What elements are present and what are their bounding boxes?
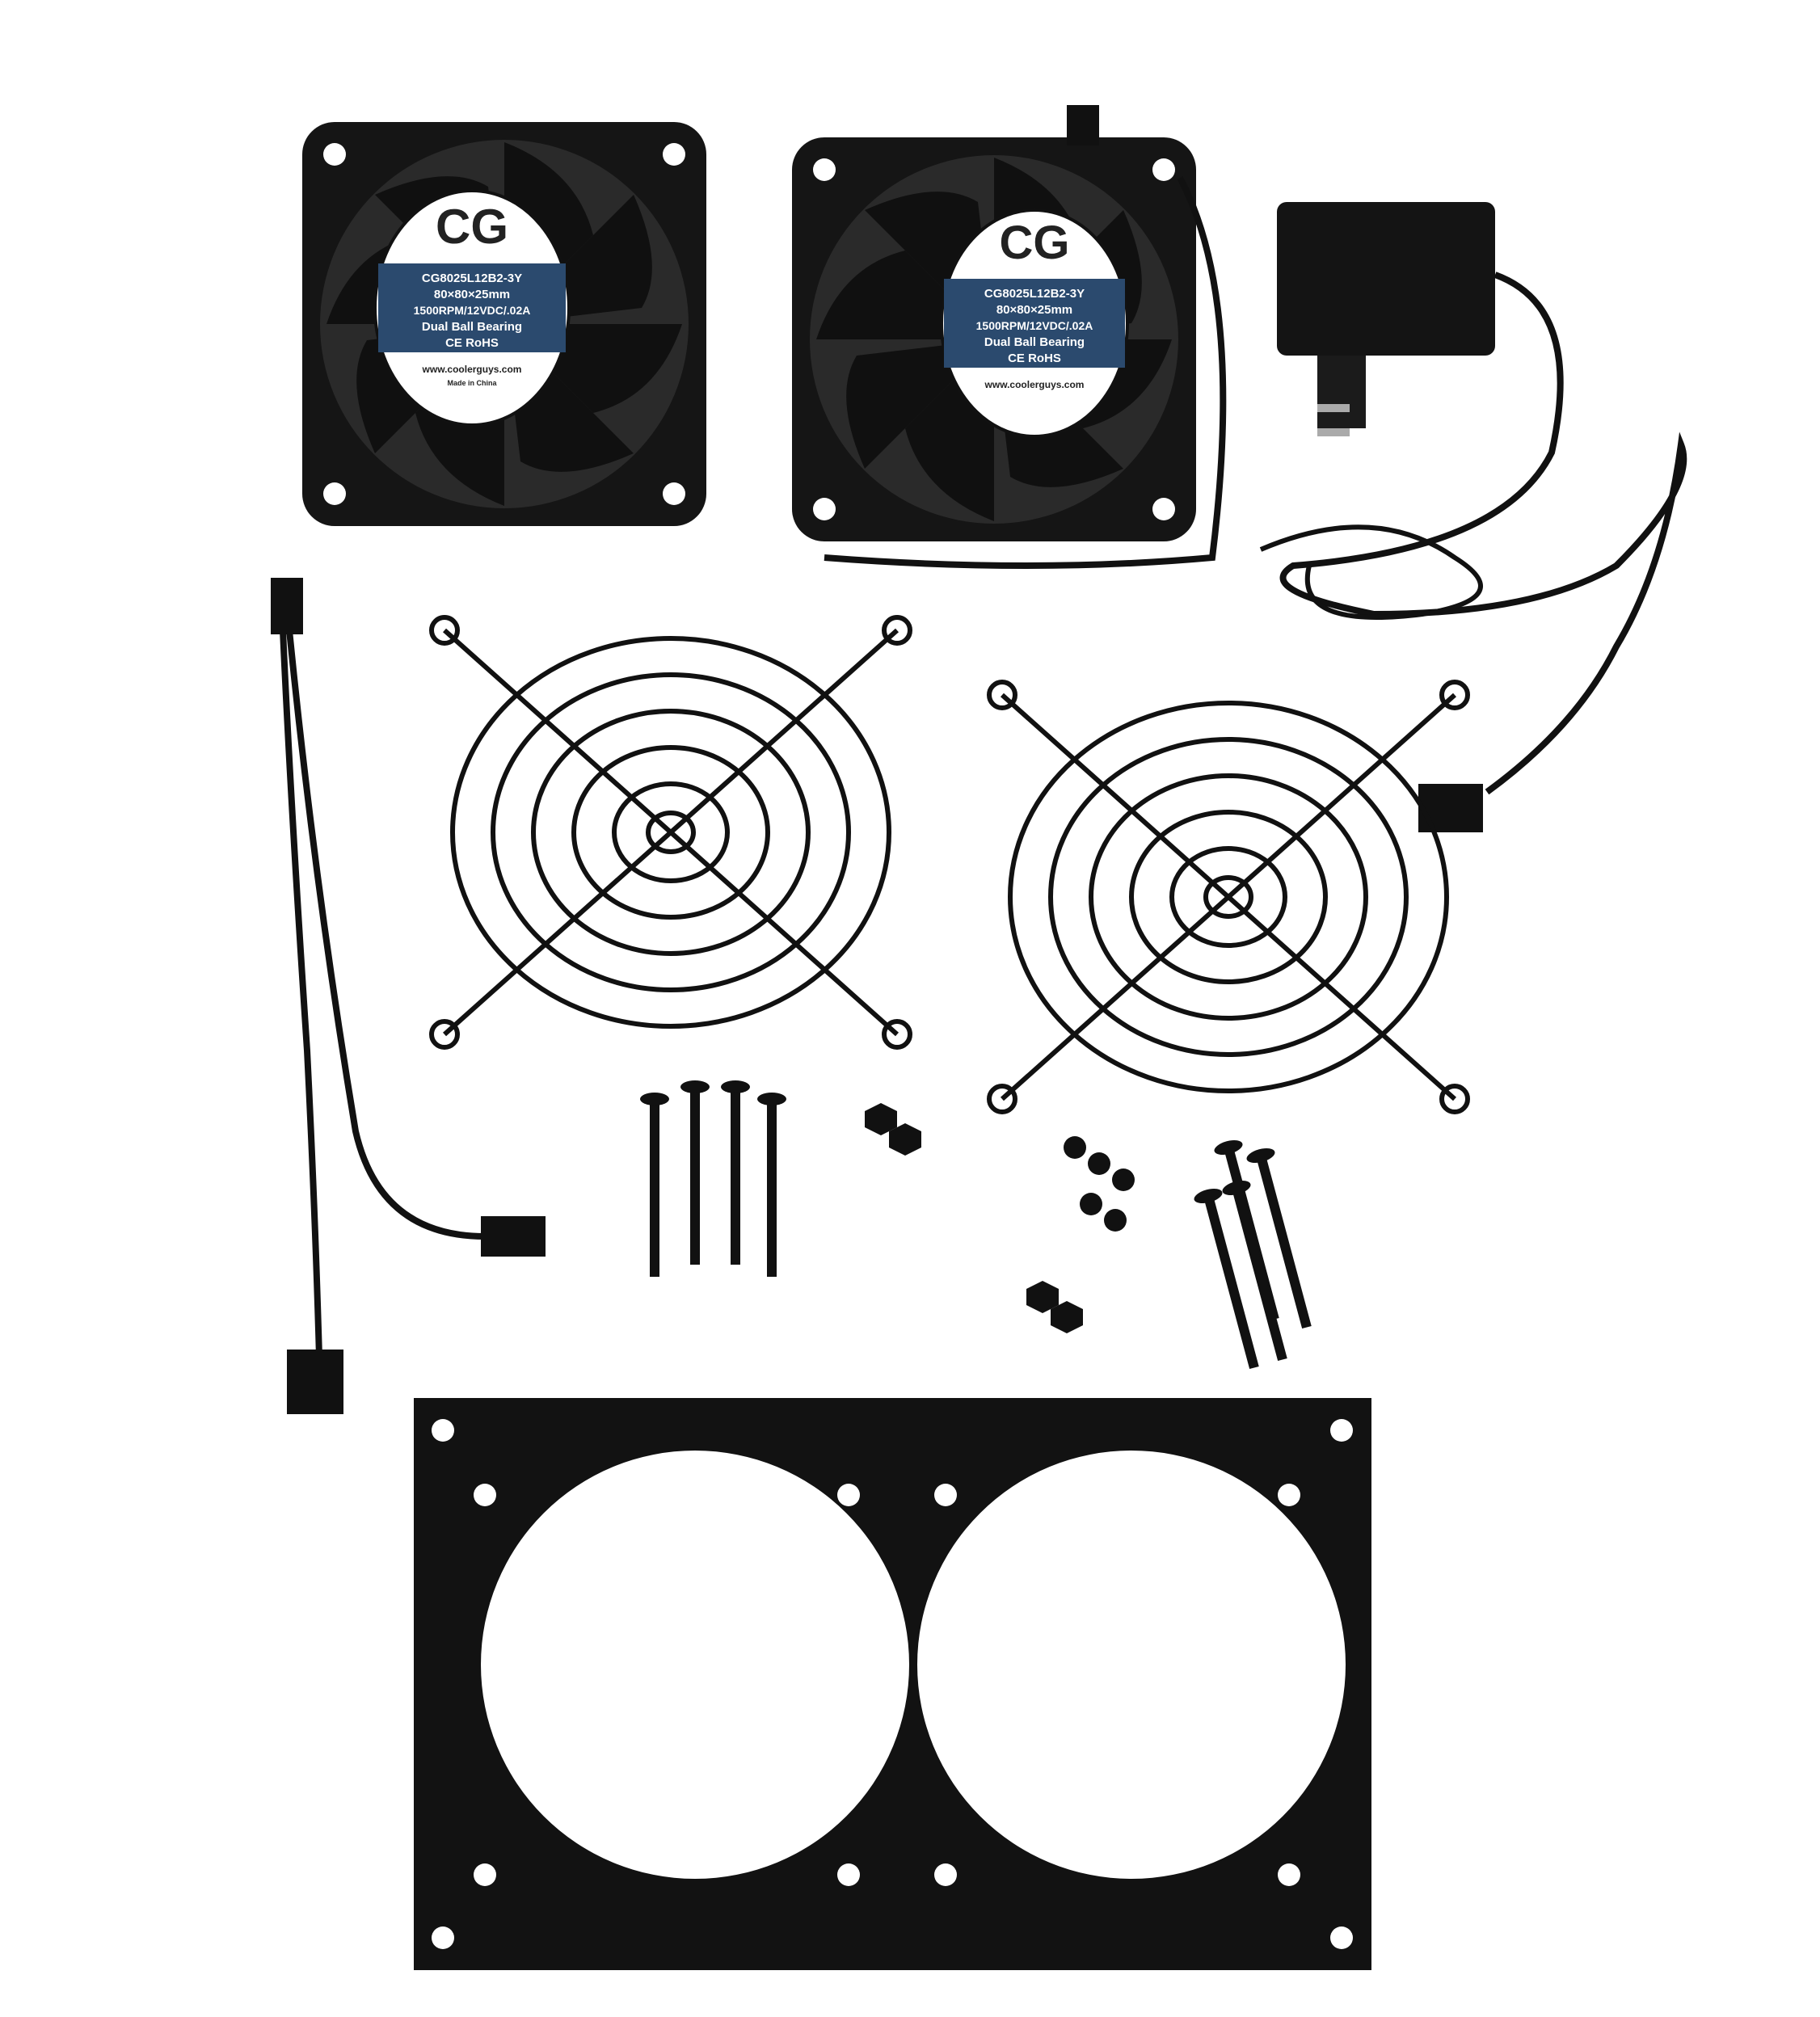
long-bolts-right (1192, 1137, 1321, 1372)
brand-logo: CG (436, 200, 508, 254)
label-cert: CE RoHS (1008, 352, 1061, 365)
y-splitter-cable (271, 578, 546, 1414)
power-adapter (1259, 202, 1687, 832)
fan-right: CG CG8025L12B2-3Y 80×80×25mm 1500RPM/12V… (792, 105, 1227, 569)
label-origin: Made in China (447, 379, 497, 387)
wood-screws (1064, 1136, 1135, 1232)
label-cert: CE RoHS (445, 336, 499, 350)
label-spec: 1500RPM/12VDC/.02A (976, 319, 1093, 332)
label-model: CG8025L12B2-3Y (984, 287, 1085, 301)
fan-left: CG CG8025L12B2-3Y 80×80×25mm 1500RPM/12V… (302, 122, 706, 526)
label-size: 80×80×25mm (996, 303, 1072, 317)
label-url: www.coolerguys.com (984, 379, 1085, 390)
label-size: 80×80×25mm (434, 288, 510, 301)
long-bolts-left (640, 1080, 786, 1277)
fan-grill-left (432, 617, 910, 1047)
label-bearing: Dual Ball Bearing (984, 335, 1085, 349)
fan-label: CG CG8025L12B2-3Y 80×80×25mm 1500RPM/12V… (940, 208, 1129, 438)
hex-nuts (865, 1103, 1083, 1333)
label-url: www.coolerguys.com (422, 364, 522, 375)
power-connector (1418, 784, 1483, 832)
brand-logo: CG (1000, 217, 1070, 269)
fan-grill-right (989, 682, 1468, 1112)
label-spec: 1500RPM/12VDC/.02A (414, 304, 531, 317)
label-model: CG8025L12B2-3Y (422, 272, 522, 285)
fan-label: CG CG8025L12B2-3Y 80×80×25mm 1500RPM/12V… (373, 189, 571, 427)
label-bearing: Dual Ball Bearing (422, 320, 522, 334)
mounting-plate (414, 1398, 1371, 1970)
